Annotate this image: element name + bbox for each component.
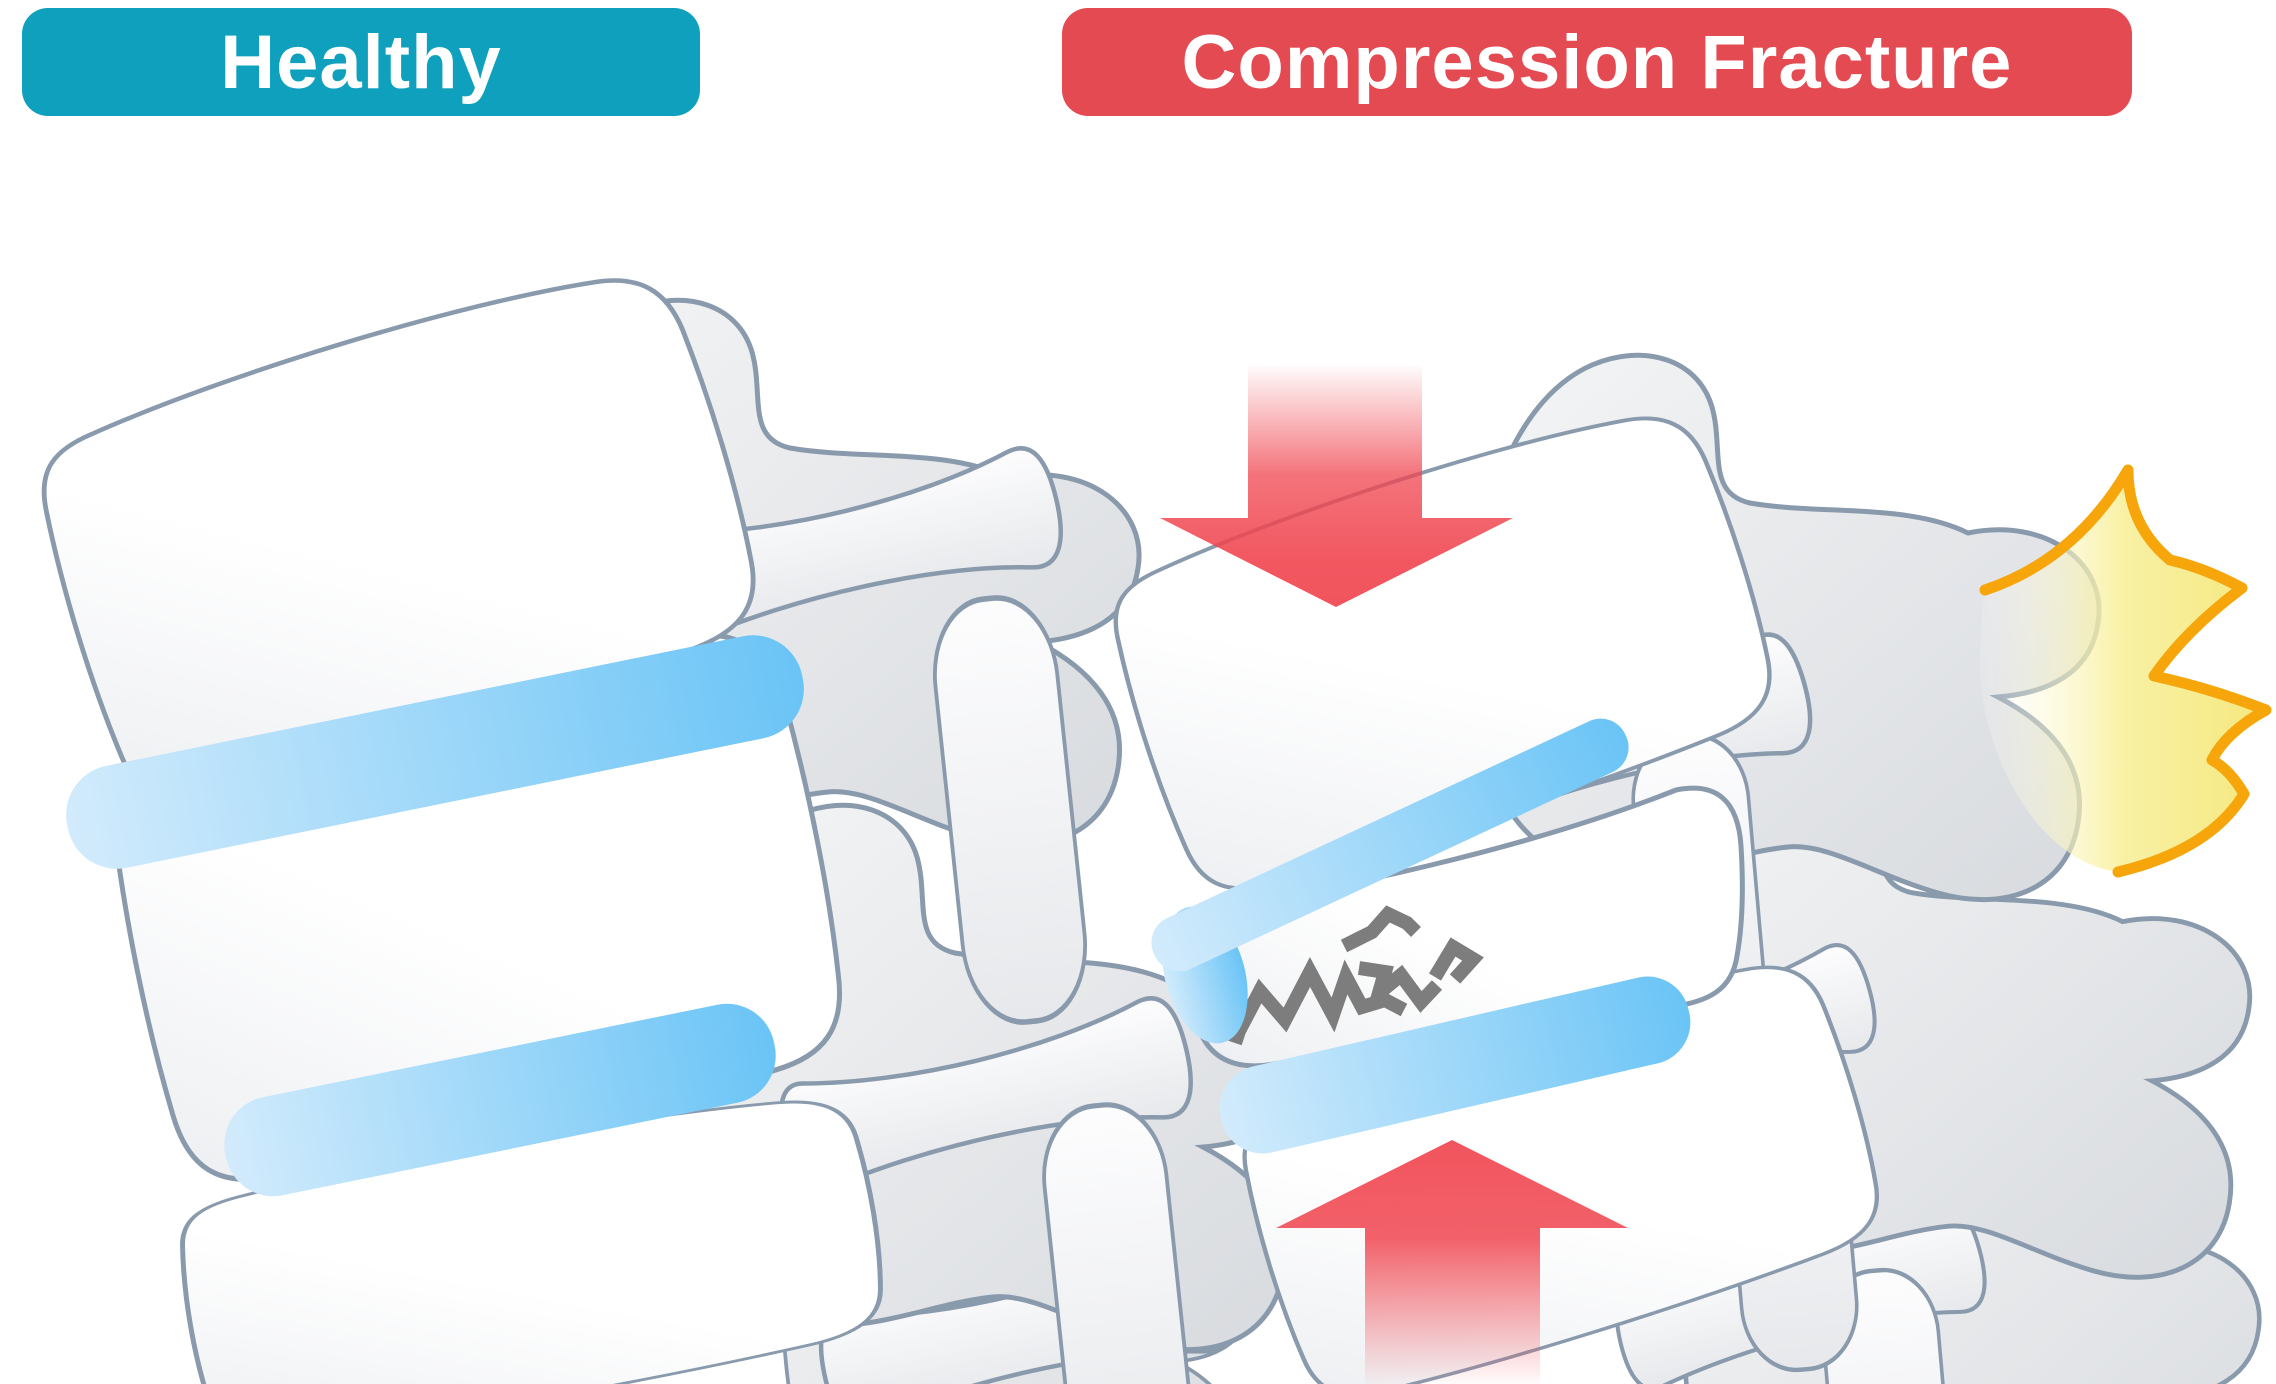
healthy-label: Healthy [22, 8, 700, 116]
healthy-spine [19, 246, 1304, 1384]
fracture-cracks-icon [1228, 905, 1484, 1046]
crack-line-right [1428, 937, 1484, 984]
compression-fracture-label: Compression Fracture [1062, 8, 2132, 116]
pain-burst-outline [1979, 464, 2272, 878]
fractured-disc-1 [1151, 718, 1629, 1044]
fractured-disc-2 [1219, 976, 1691, 1154]
crack-line-mid [1357, 961, 1443, 1013]
compression-force-down-arrow-icon [1160, 366, 1513, 607]
fractured-spine [1093, 355, 2259, 1384]
compression-force-up-arrow-icon [1276, 1140, 1628, 1384]
pain-burst-icon [1979, 464, 2272, 878]
crack-line-top [1340, 905, 1421, 953]
healthy-disc-2 [224, 1003, 776, 1197]
healthy-disc-1 [66, 635, 804, 869]
